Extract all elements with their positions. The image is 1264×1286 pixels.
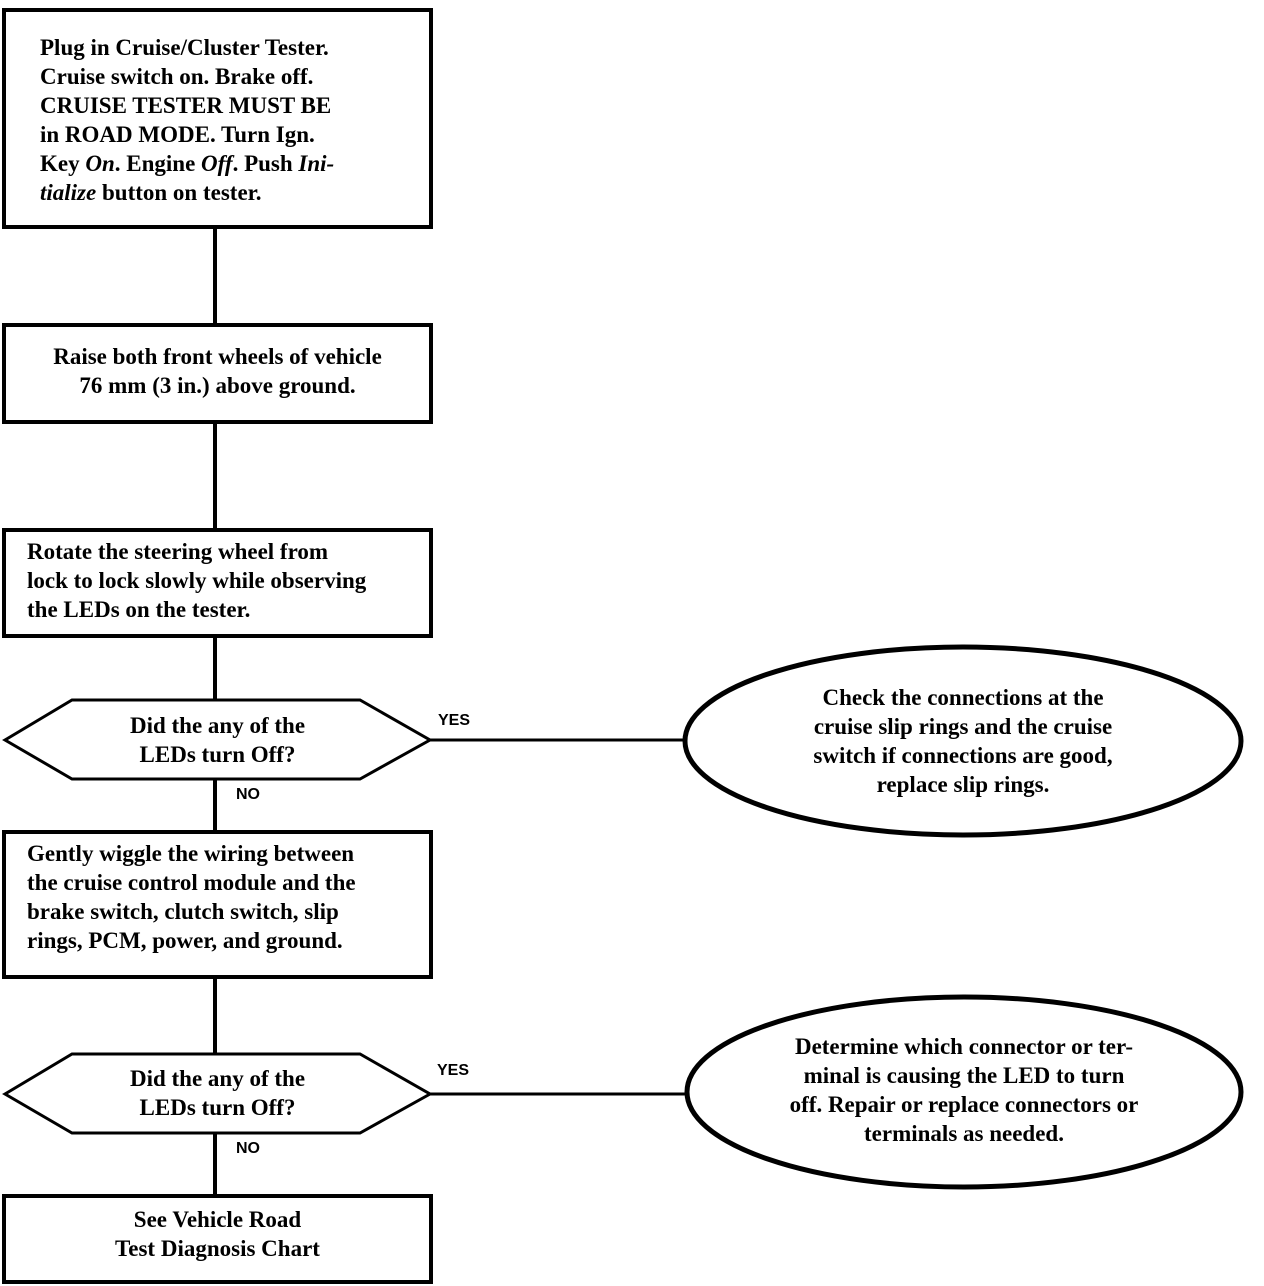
step2-box xyxy=(2,323,433,424)
text-line: cruise slip rings and the cruise xyxy=(813,714,1113,739)
text-line: brake switch, clutch switch, slip xyxy=(27,899,339,924)
text-line: switch if connections are good, xyxy=(813,743,1113,768)
text-line: LEDs turn Off? xyxy=(139,1095,296,1120)
text-line: Test Diagnosis Chart xyxy=(115,1236,320,1261)
step3-box xyxy=(2,528,433,638)
step2-text: Raise both front wheels of vehicle 76 mm … xyxy=(4,342,431,400)
text-line: in ROAD MODE. Turn Ign. xyxy=(40,122,315,147)
text-line: Check the connections at the xyxy=(822,685,1104,710)
text-line: the LEDs on the tester. xyxy=(27,597,251,622)
text-line: Determine which connector or ter- xyxy=(794,1034,1134,1059)
text-line: tialize button on tester. xyxy=(40,180,262,205)
step3-text: Rotate the steering wheel from lock to lo… xyxy=(27,537,366,624)
text-line: rings, PCM, power, and ground. xyxy=(27,928,343,953)
text-line: CRUISE TESTER MUST BE xyxy=(40,93,332,118)
text-line: 76 mm (3 in.) above ground. xyxy=(79,373,356,398)
outcome1-text: Check the connections at the cruise slip … xyxy=(685,683,1241,799)
step4-box xyxy=(2,830,433,979)
text-line: Cruise switch on. Brake off. xyxy=(40,64,314,89)
yes-label-2: YES xyxy=(437,1062,470,1079)
step5-box xyxy=(2,1194,433,1284)
text-line: See Vehicle Road xyxy=(133,1207,302,1232)
text-line: Rotate the steering wheel from xyxy=(27,539,329,564)
text-line: replace slip rings. xyxy=(876,772,1050,797)
decision1-shape xyxy=(2,698,434,781)
text-line: Did the any of the xyxy=(129,713,306,738)
text-line: Did the any of the xyxy=(129,1066,306,1091)
text-line: Key On. Engine Off. Push Ini- xyxy=(40,151,335,176)
text-line: off. Repair or replace connectors or xyxy=(789,1092,1139,1117)
decision2-shape xyxy=(2,1052,434,1135)
no-label-1: NO xyxy=(236,786,260,803)
text-line: Plug in Cruise/Cluster Tester. xyxy=(40,35,329,60)
step1-text: Plug in Cruise/Cluster Tester. Cruise swi… xyxy=(40,33,334,207)
text-line: lock to lock slowly while observing xyxy=(27,568,367,593)
outcome1-ellipse xyxy=(682,644,1244,838)
text-line: Gently wiggle the wiring between xyxy=(27,841,355,866)
no-label-2: NO xyxy=(236,1140,260,1157)
outcome2-ellipse xyxy=(684,994,1244,1190)
step4-text: Gently wiggle the wiring between the crui… xyxy=(27,839,356,955)
text-line: Raise both front wheels of vehicle xyxy=(53,344,382,369)
text-line: terminals as needed. xyxy=(864,1121,1064,1146)
yes-label-1: YES xyxy=(438,712,471,729)
text-line: the cruise control module and the xyxy=(27,870,356,895)
text-line: minal is causing the LED to turn xyxy=(803,1063,1125,1088)
step1-box xyxy=(2,8,433,229)
text-line: LEDs turn Off? xyxy=(139,742,296,767)
outcome2-text: Determine which connector or ter-minal i… xyxy=(686,1032,1242,1148)
